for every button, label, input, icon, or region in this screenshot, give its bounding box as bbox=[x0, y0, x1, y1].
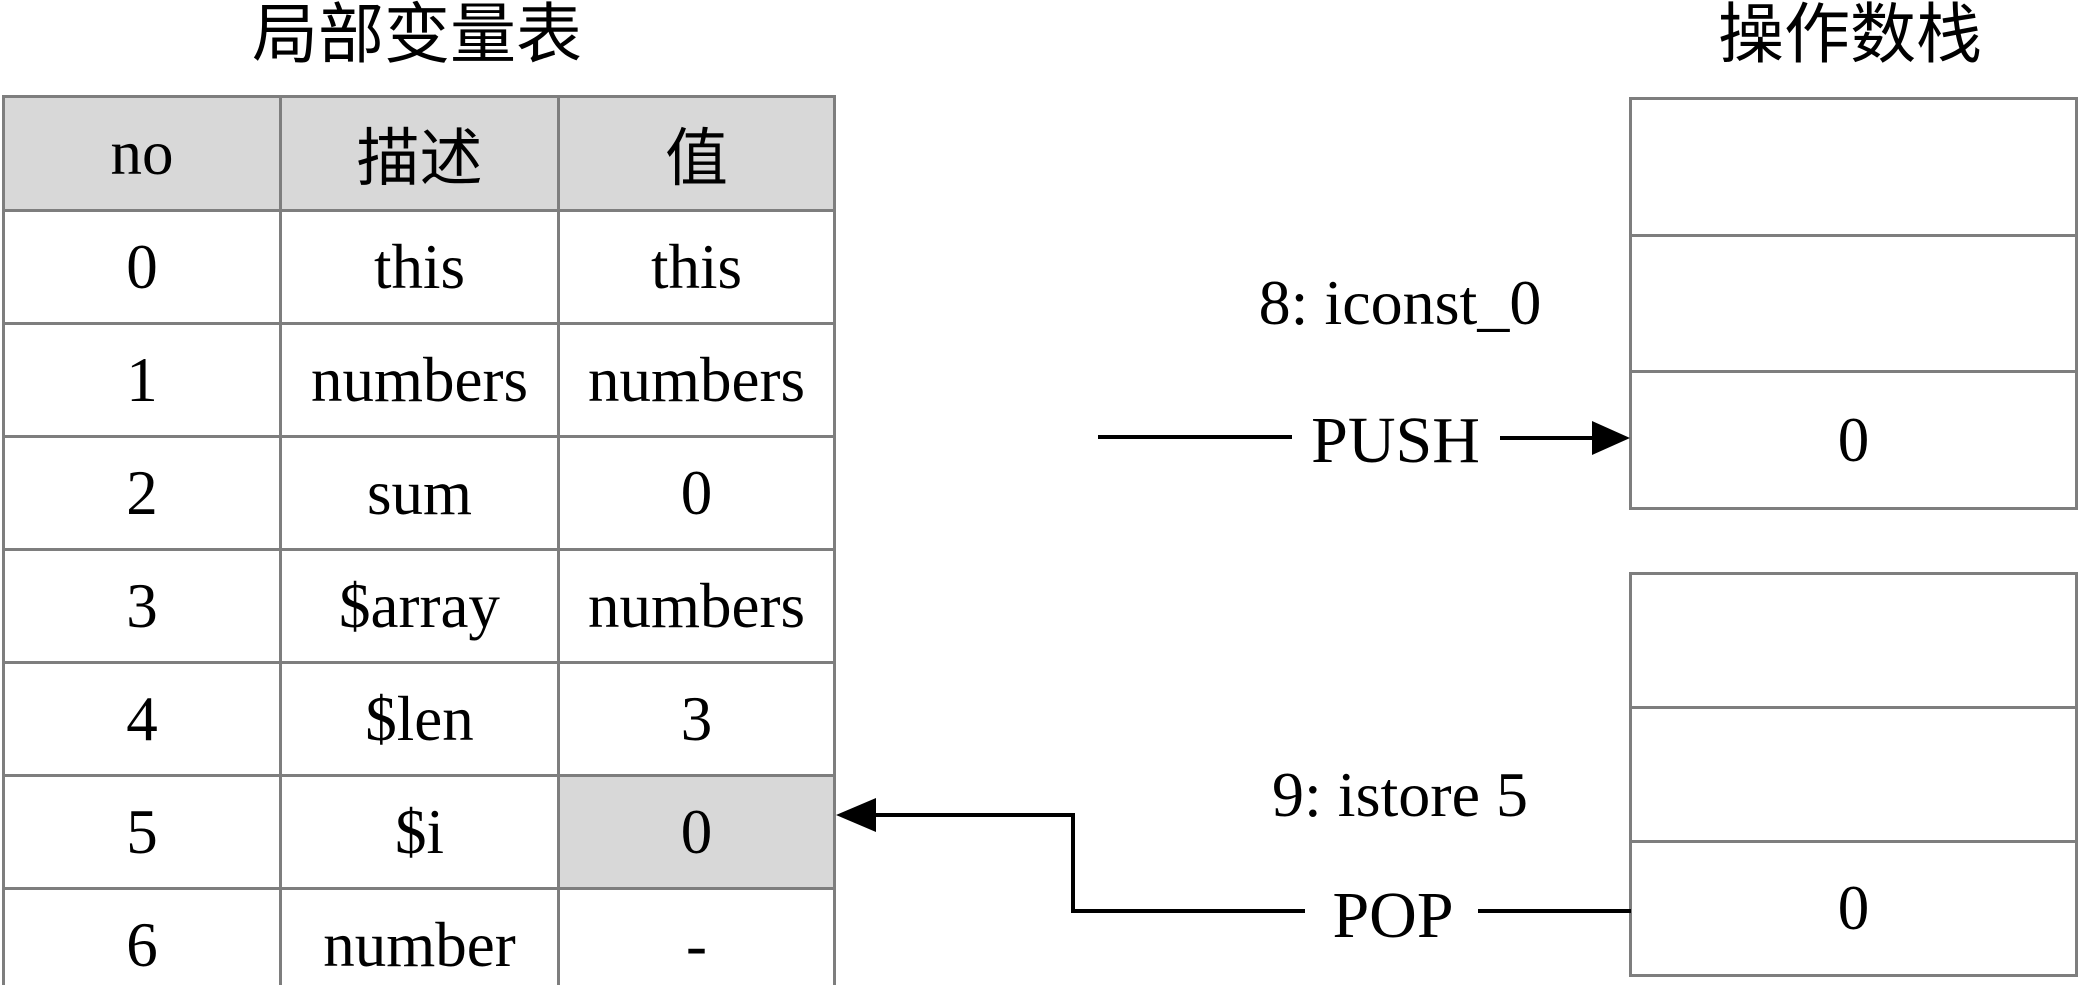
cell-desc: this bbox=[279, 209, 560, 325]
cell-desc: numbers bbox=[279, 322, 560, 438]
pop-arrow-line-to-table bbox=[872, 813, 1073, 817]
cell-desc: $len bbox=[279, 661, 560, 777]
pop-instruction-label: 9: istore 5 bbox=[1272, 759, 1528, 830]
table-row: 1 numbers numbers bbox=[2, 322, 836, 438]
pop-arrow-line-left bbox=[1073, 909, 1305, 913]
cell-no: 5 bbox=[2, 774, 282, 890]
stack-cell-top-value: 0 bbox=[1837, 404, 1870, 475]
cell-no: 0 bbox=[2, 209, 282, 325]
table-row: 6 number - bbox=[2, 887, 836, 985]
pop-arrow-line-right bbox=[1478, 909, 1631, 913]
cell-value: 0 bbox=[557, 435, 836, 551]
operand-stack-title: 操作数栈 bbox=[1718, 0, 1982, 72]
pop-operation-label: POP bbox=[1332, 879, 1454, 952]
cell-value: this bbox=[557, 209, 836, 325]
cell-desc: $i bbox=[279, 774, 560, 890]
push-arrowhead-right-icon bbox=[1592, 421, 1630, 455]
stack-cell bbox=[1632, 709, 2075, 843]
table-row: 0 this this bbox=[2, 209, 836, 325]
table-row: 3 $array numbers bbox=[2, 548, 836, 664]
cell-no: 6 bbox=[2, 887, 282, 985]
operand-stack-pop: 0 bbox=[1629, 572, 2078, 977]
pop-arrow-vertical-line bbox=[1071, 813, 1075, 913]
column-header-desc: 描述 bbox=[279, 95, 560, 212]
stack-cell-top-value: 0 bbox=[1837, 873, 1870, 943]
cell-no: 2 bbox=[2, 435, 282, 551]
table-row-highlighted: 5 $i 0 bbox=[2, 774, 836, 890]
local-variable-table: no 描述 值 0 this this 1 numbers numbers 2 … bbox=[2, 95, 836, 985]
push-arrow-line-left bbox=[1098, 435, 1292, 439]
cell-no: 3 bbox=[2, 548, 282, 664]
column-header-no: no bbox=[2, 95, 282, 212]
cell-desc: number bbox=[279, 887, 560, 985]
push-instruction-label: 8: iconst_0 bbox=[1258, 267, 1542, 338]
local-variable-table-title: 局部变量表 bbox=[252, 0, 582, 72]
cell-value: numbers bbox=[557, 322, 836, 438]
cell-desc: $array bbox=[279, 548, 560, 664]
pop-arrowhead-left-icon bbox=[836, 798, 876, 832]
table-row: 4 $len 3 bbox=[2, 661, 836, 777]
table-row: 2 sum 0 bbox=[2, 435, 836, 551]
table-header-row: no 描述 值 bbox=[2, 95, 836, 212]
column-header-value: 值 bbox=[557, 95, 836, 212]
push-operation-label: PUSH bbox=[1311, 404, 1480, 477]
stack-cell bbox=[1632, 575, 2075, 709]
cell-no: 4 bbox=[2, 661, 282, 777]
cell-value: - bbox=[557, 887, 836, 985]
stack-cell bbox=[1632, 100, 2075, 237]
stack-cell bbox=[1632, 237, 2075, 374]
operand-stack-push: 0 bbox=[1629, 97, 2078, 510]
cell-value: numbers bbox=[557, 548, 836, 664]
cell-value-highlighted: 0 bbox=[557, 774, 836, 890]
cell-no: 1 bbox=[2, 322, 282, 438]
push-arrow-line-right bbox=[1500, 436, 1594, 440]
cell-value: 3 bbox=[557, 661, 836, 777]
cell-desc: sum bbox=[279, 435, 560, 551]
